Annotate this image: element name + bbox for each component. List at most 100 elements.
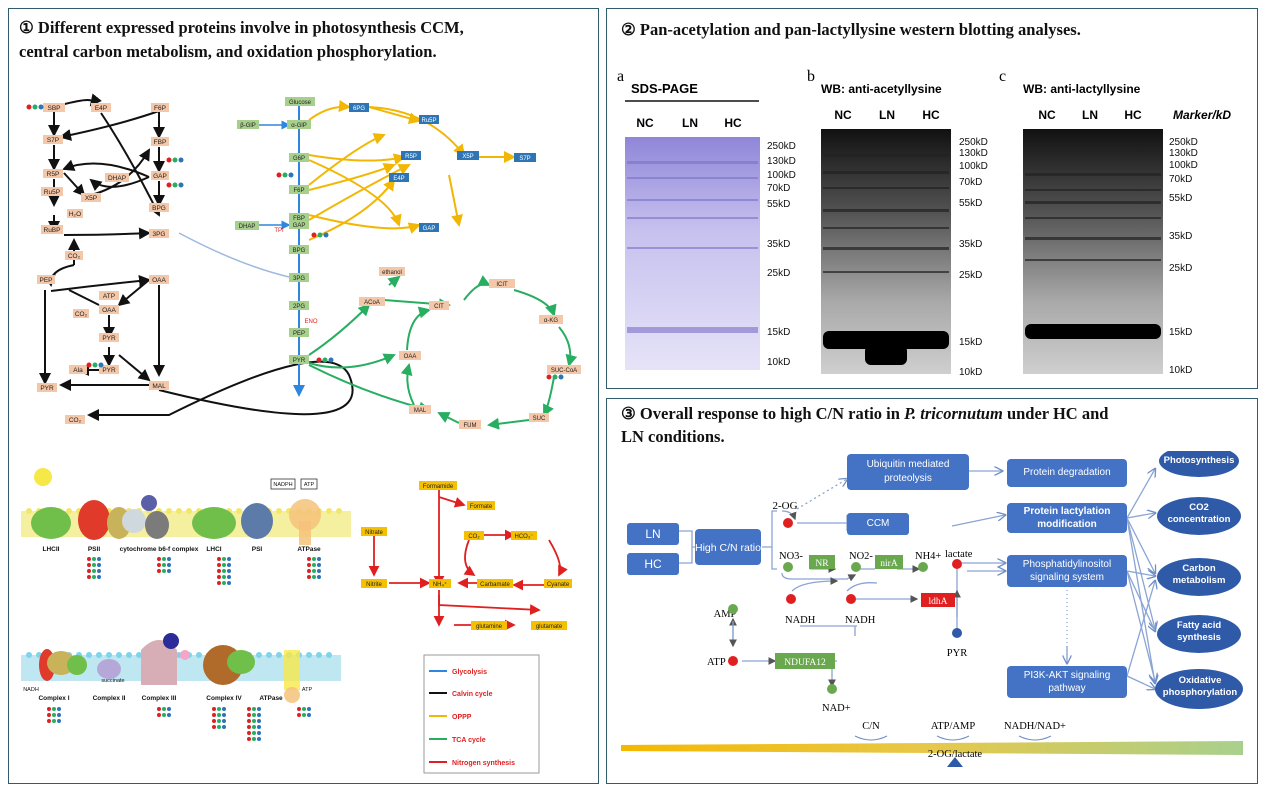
svg-text:S7P: S7P xyxy=(519,156,530,162)
process-boxes: Ubiquitin mediated proteolysis Protein d… xyxy=(847,454,1127,698)
svg-text:PEP: PEP xyxy=(293,331,305,337)
svg-text:E4P: E4P xyxy=(393,176,404,182)
metabolites: 2-OG NO3- NR NO2- nirA NH4+ lactate AMP … xyxy=(707,500,973,714)
no2-label: NO2- xyxy=(849,551,873,562)
cytb6f-label: cytochrome b6-f complex xyxy=(120,546,199,553)
svg-text:FBP: FBP xyxy=(154,139,167,146)
svg-text:Nitrite: Nitrite xyxy=(366,582,382,588)
degradation-box: Protein degradation xyxy=(1023,467,1111,478)
blot-c-marker-15: 15kD xyxy=(1169,327,1192,338)
ratio-cn: C/N xyxy=(862,721,880,732)
blot-a-marker-35: 35kD xyxy=(767,239,790,250)
nadh1-label: NADH xyxy=(785,615,816,626)
svg-text:Ala: Ala xyxy=(73,367,83,374)
psi-label: PSI xyxy=(252,546,263,553)
svg-text:ATP: ATP xyxy=(103,293,115,300)
thylakoid-membrane: LHCII PSII cytochrome b6-f complex LHCI … xyxy=(21,468,351,585)
svg-text:CO₂: CO₂ xyxy=(468,534,480,540)
blot-b: b WB: anti-acetyllysine NC LN HC 250kD 1… xyxy=(807,68,988,378)
panel-pathways: ① Different expressed proteins involve i… xyxy=(8,8,599,784)
svg-text:ENO: ENO xyxy=(304,319,317,325)
succinate-label: succinate xyxy=(101,678,124,684)
svg-text:Formate: Formate xyxy=(470,504,493,510)
nadh2-label: NADH xyxy=(845,615,876,626)
svg-text:CO₂: CO₂ xyxy=(75,311,88,318)
blot-b-marker-10: 10kD xyxy=(959,367,982,378)
blot-b-lane-nc: NC xyxy=(834,108,852,122)
svg-text:FUM: FUM xyxy=(464,423,477,429)
svg-text:FBP: FBP xyxy=(293,216,305,222)
complex4-label: Complex IV xyxy=(206,695,242,702)
svg-text:X5P: X5P xyxy=(462,154,473,160)
outcome-ellipses: Photosynthesis CO2 concentration Carbon … xyxy=(1155,451,1243,709)
svg-text:α-KG: α-KG xyxy=(544,318,558,324)
svg-text:CO₂: CO₂ xyxy=(69,417,82,424)
svg-text:α-GlP: α-GlP xyxy=(291,123,306,129)
svg-text:GAP: GAP xyxy=(153,173,167,180)
blot-a-marker-15: 15kD xyxy=(767,327,790,338)
legend-oppp: OPPP xyxy=(452,714,472,721)
svg-text:S7P: S7P xyxy=(47,137,59,144)
blot-c-lane-nc: NC xyxy=(1038,108,1056,122)
panel-overall-response: ③ Overall response to high C/N ratio in … xyxy=(606,398,1258,784)
ratio-bar: C/N ATP/AMP NADH/NAD+ 2-OG/lactate xyxy=(621,721,1243,767)
blot-b-heading: WB: anti-acetyllysine xyxy=(821,82,942,96)
bottom-ratio-label: 2-OG/lactate xyxy=(928,749,983,760)
svg-text:DHAP: DHAP xyxy=(239,224,256,230)
blot-c-marker-55: 55kD xyxy=(1169,193,1192,204)
svg-text:R5P: R5P xyxy=(47,171,60,178)
nr-enzyme: NR xyxy=(815,559,829,569)
blot-b-marker-70: 70kD xyxy=(959,177,982,188)
svg-text:F6P: F6P xyxy=(293,188,304,194)
hc-label: HC xyxy=(644,557,662,571)
complex1-label: Complex I xyxy=(38,695,69,702)
blot-b-letter: b xyxy=(807,68,815,85)
svg-text:G6P: G6P xyxy=(293,156,305,162)
svg-text:E4P: E4P xyxy=(95,105,107,112)
blot-a-marker-250: 250kD xyxy=(767,141,796,152)
svg-text:OAA: OAA xyxy=(102,307,116,314)
blot-c-marker-100: 100kD xyxy=(1169,160,1198,171)
nad-label: NAD+ xyxy=(822,703,851,714)
blot-a-marker-10: 10kD xyxy=(767,357,790,368)
psii-label: PSII xyxy=(88,546,100,553)
blot-a-marker-100: 100kD xyxy=(767,170,796,181)
complex3-label: Complex III xyxy=(142,695,177,702)
svg-text:PYR: PYR xyxy=(102,367,116,374)
svg-text:PEP: PEP xyxy=(39,277,52,284)
blot-b-marker-15: 15kD xyxy=(959,337,982,348)
svg-text:X5P: X5P xyxy=(85,195,97,202)
lhcii-label: LHCII xyxy=(43,546,60,553)
ratio-atp-amp: ATP/AMP xyxy=(931,721,976,732)
nadph-label: NADPH xyxy=(273,482,292,488)
phosphatidyl-box: Phosphatidylinositol signaling system xyxy=(1022,559,1112,583)
no3-label: NO3- xyxy=(779,551,803,562)
blot-c-letter: c xyxy=(999,68,1006,85)
oxidative-phosphorylation-ellipse: Oxidative phosphorylation xyxy=(1162,675,1238,698)
lhci-label: LHCI xyxy=(206,546,221,553)
mito-atpase-label: ATPase xyxy=(259,695,283,702)
hc-box xyxy=(627,553,679,575)
svg-text:3PG: 3PG xyxy=(293,276,305,282)
blot-b-marker-250: 250kD xyxy=(959,137,988,148)
svg-text:Cyanate: Cyanate xyxy=(547,582,570,588)
blot-c-lane-ln: LN xyxy=(1082,108,1098,122)
blot-b-lane-ln: LN xyxy=(879,108,895,122)
blot-c-heading: WB: anti-lactyllysine xyxy=(1023,82,1141,96)
condition-boxes: LN HC High C/N ratio xyxy=(627,523,761,575)
legend-glycolysis: Glycolysis xyxy=(452,669,487,676)
svg-text:3PG: 3PG xyxy=(152,231,165,238)
mito-nadh-label: NADH xyxy=(23,687,39,693)
blot-b-marker-55: 55kD xyxy=(959,198,982,209)
pyr-label: PYR xyxy=(947,648,967,659)
legend-nitrogen: Nitrogen synthesis xyxy=(452,760,515,767)
svg-text:Nitrate: Nitrate xyxy=(365,530,383,536)
mitochondrial-membrane: Complex I Complex II Complex III Complex… xyxy=(21,633,341,741)
svg-text:MAL: MAL xyxy=(152,383,166,390)
svg-text:Carbamate: Carbamate xyxy=(480,582,510,588)
svg-text:Glucose: Glucose xyxy=(289,100,312,106)
blot-c-marker-35: 35kD xyxy=(1169,231,1192,242)
atpase-label: ATPase xyxy=(297,546,321,553)
